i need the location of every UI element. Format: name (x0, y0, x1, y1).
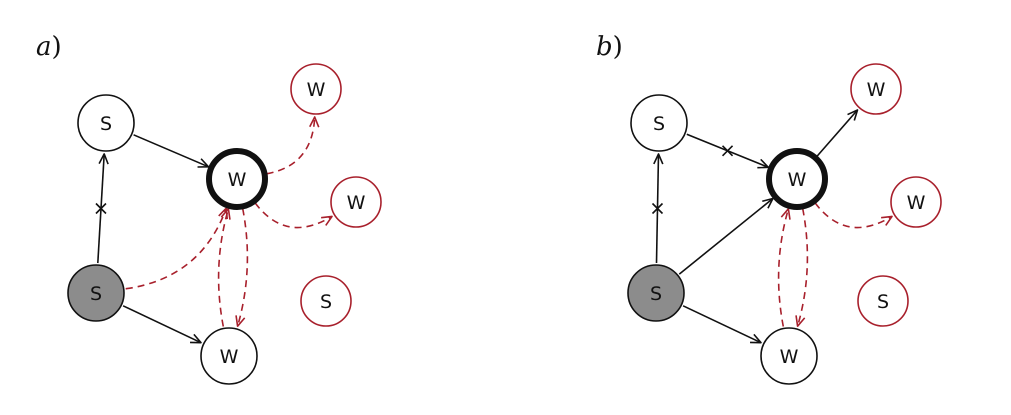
node-s_source: S (627, 264, 685, 322)
edges (651, 109, 893, 344)
node-circle (200, 327, 258, 385)
node-circle (760, 327, 818, 385)
edge-s_source-to-w_bottom (122, 305, 202, 344)
edge-s_source-to-w_center (678, 197, 774, 275)
node-label: S (320, 291, 332, 313)
edge-w_bottom-to-w_center (217, 208, 231, 327)
node-s_top: S (630, 94, 688, 152)
edge-w_center-to-w_red1 (266, 116, 320, 175)
node-circle (300, 275, 352, 327)
panel-label-paren: ) (52, 32, 62, 62)
panel-b: b) S W S W W W S (596, 32, 942, 385)
cut-mark (95, 202, 107, 215)
panel-label-letter: b (596, 32, 613, 62)
panel-label-a: a) (36, 32, 62, 62)
node-label: S (100, 113, 112, 135)
edge-s_source-to-w_bottom (682, 305, 762, 344)
panel-label-b: b) (596, 32, 623, 62)
cut-mark (721, 145, 734, 157)
node-w_bottom: W (760, 327, 818, 385)
node-circle (630, 94, 688, 152)
edge-w_center-to-w_bottom (235, 208, 249, 327)
node-circle (850, 63, 902, 115)
node-circle (627, 264, 685, 322)
node-label: W (788, 169, 807, 191)
node-circle (206, 148, 268, 210)
node-w_center: W (206, 148, 268, 210)
node-circle (857, 275, 909, 327)
node-w_red1: W (850, 63, 902, 115)
node-label: S (877, 291, 889, 313)
nodes: S W S W W W S (627, 63, 942, 385)
edge-w_bottom-to-w_center (777, 208, 791, 327)
node-label: W (867, 79, 886, 101)
edge-w_center-to-w_red1 (816, 109, 859, 158)
node-circle (77, 94, 135, 152)
edges (95, 116, 333, 344)
nodes: S W S W W W S (67, 63, 382, 385)
edge-s_top-to-w_center (133, 134, 210, 168)
cut-mark (651, 202, 664, 215)
node-s_red: S (857, 275, 909, 327)
node-s_source: S (67, 264, 125, 322)
edge-w_center-to-w_bottom (795, 208, 809, 327)
panel-label-letter: a (36, 32, 52, 62)
node-w_center: W (766, 148, 828, 210)
node-s_top: S (77, 94, 135, 152)
node-w_bottom: W (200, 327, 258, 385)
panel-label-paren: ) (613, 32, 623, 62)
node-circle (67, 264, 125, 322)
edge-s_source-to-w_center (125, 207, 228, 290)
node-label: W (780, 346, 799, 368)
node-label: S (653, 113, 665, 135)
node-label: W (907, 192, 926, 214)
node-label: W (347, 192, 366, 214)
node-label: W (228, 169, 247, 191)
panel-a: a) S W S W W W S (36, 32, 382, 385)
node-w_red2: W (890, 176, 942, 228)
node-circle (890, 176, 942, 228)
node-circle (330, 176, 382, 228)
node-label: S (90, 283, 102, 305)
node-s_red: S (300, 275, 352, 327)
node-label: S (650, 283, 662, 305)
node-w_red1: W (290, 63, 342, 115)
edge-w_center-to-w_red2 (254, 202, 333, 229)
node-w_red2: W (330, 176, 382, 228)
edge-w_center-to-w_red2 (814, 202, 893, 229)
node-circle (290, 63, 342, 115)
node-circle (766, 148, 828, 210)
node-label: W (220, 346, 239, 368)
node-label: W (307, 79, 326, 101)
